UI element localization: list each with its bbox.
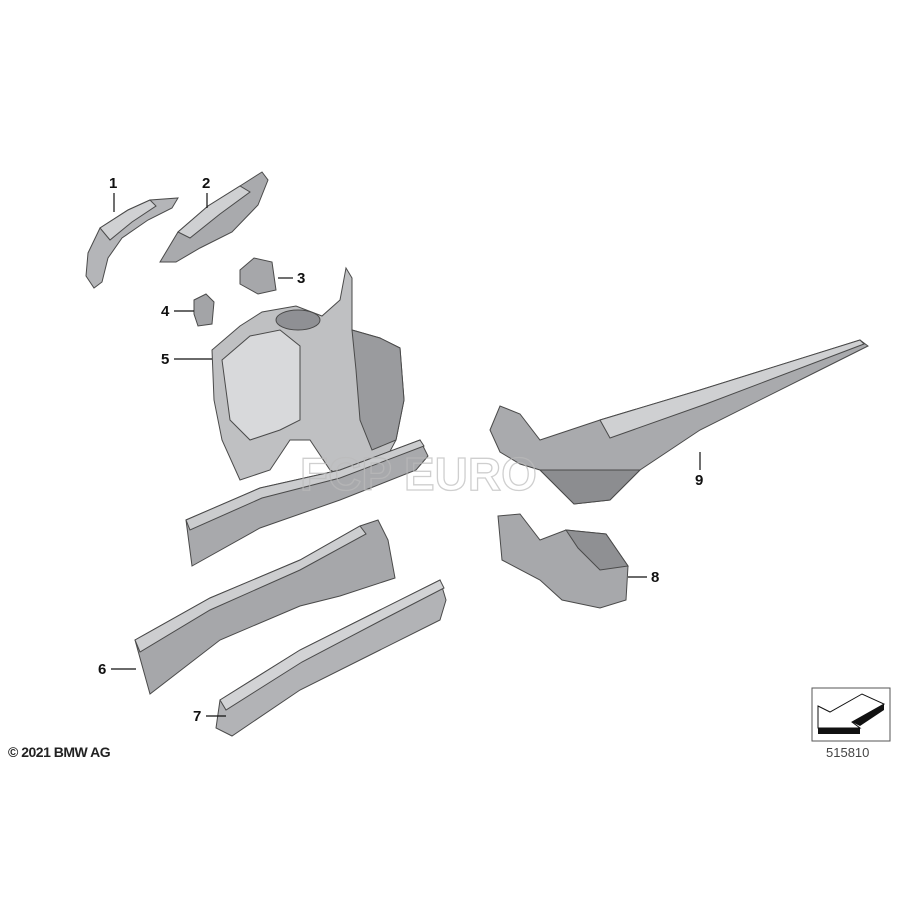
callout-9[interactable]: 9: [695, 452, 703, 489]
orientation-arrow-icon: [811, 687, 891, 742]
watermark: FCP EURO: [300, 448, 537, 500]
copyright: © 2021 BMW AG: [8, 744, 111, 760]
svg-text:5: 5: [161, 351, 169, 368]
part-7[interactable]: [215, 579, 447, 737]
svg-text:7: 7: [193, 708, 201, 725]
svg-text:8: 8: [651, 569, 659, 586]
callout-3[interactable]: 3: [278, 270, 305, 287]
front-rail: [185, 439, 429, 567]
svg-text:6: 6: [98, 661, 106, 678]
svg-text:9: 9: [695, 472, 703, 489]
callout-1[interactable]: 1: [109, 175, 117, 212]
callout-7[interactable]: 7: [193, 708, 226, 725]
part-5[interactable]: [211, 266, 405, 481]
part-9[interactable]: [489, 339, 869, 505]
callout-5[interactable]: 5: [161, 351, 212, 368]
part-8[interactable]: [497, 513, 629, 609]
callout-6[interactable]: 6: [98, 661, 136, 678]
svg-text:4: 4: [161, 303, 170, 320]
part-1[interactable]: [85, 197, 179, 289]
callout-8[interactable]: 8: [628, 569, 659, 586]
part-4[interactable]: [193, 293, 215, 327]
part-2[interactable]: [159, 171, 269, 263]
part-3[interactable]: [239, 257, 277, 295]
diagram-id: 515810: [826, 745, 870, 760]
callout-2[interactable]: 2: [202, 175, 210, 208]
part-6[interactable]: [134, 519, 396, 695]
svg-text:3: 3: [297, 270, 305, 287]
svg-text:1: 1: [109, 175, 117, 192]
svg-text:2: 2: [202, 175, 210, 192]
callout-4[interactable]: 4: [161, 303, 194, 320]
